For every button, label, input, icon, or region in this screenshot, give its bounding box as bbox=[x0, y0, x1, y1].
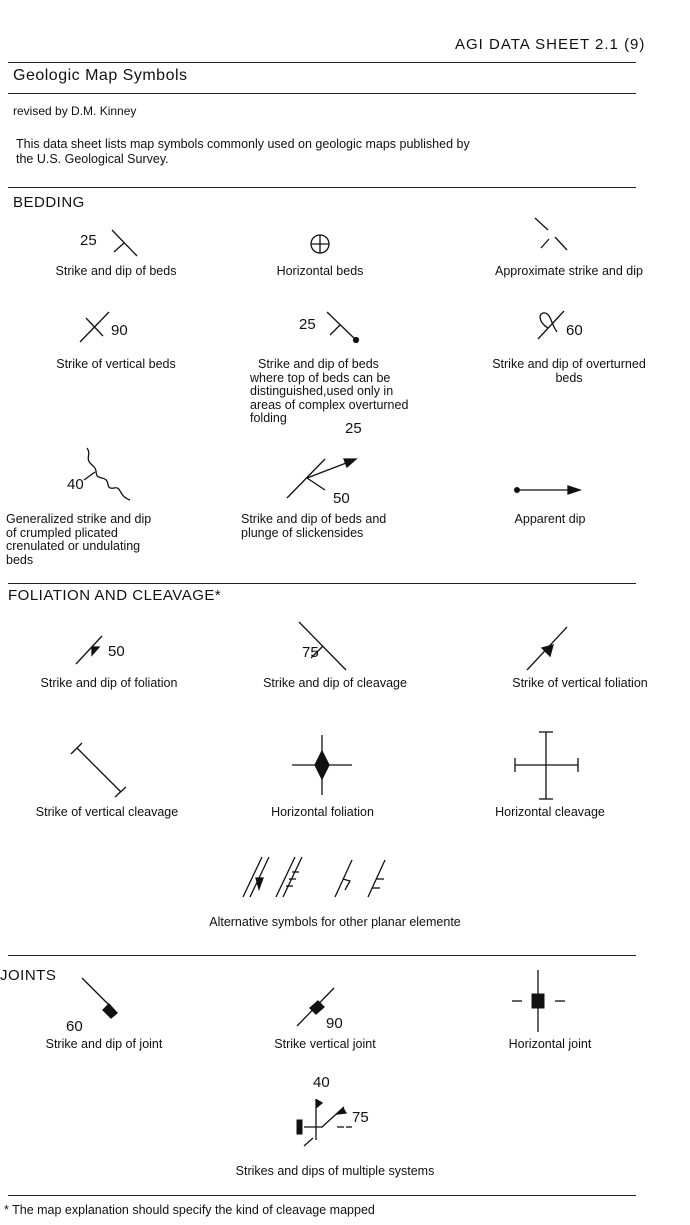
caption-line: Strike and dip of overturned bbox=[492, 357, 646, 371]
intro-text: This data sheet lists map symbols common… bbox=[16, 137, 656, 167]
multiple-systems-symbol bbox=[296, 1098, 352, 1147]
caption-line: beds bbox=[6, 552, 34, 567]
caption: Generalized strike and dip of crumpled p… bbox=[6, 512, 221, 567]
divider bbox=[8, 583, 636, 584]
page-title: Geologic Map Symbols bbox=[13, 67, 188, 84]
caption: Strikes and dips of multiple systems bbox=[235, 1164, 435, 1178]
caption: Alternative symbols for other planar ele… bbox=[209, 915, 461, 929]
dip-value: 50 bbox=[333, 490, 350, 507]
vertical-joint-symbol bbox=[296, 987, 335, 1027]
sheet-id: AGI DATA SHEET 2.1 (9) bbox=[455, 36, 645, 53]
caption: Horizontal cleavage bbox=[495, 805, 605, 819]
caption-line: crenulated or undulating bbox=[6, 539, 141, 553]
dip-value: 60 bbox=[566, 322, 583, 339]
horizontal-foliation-symbol bbox=[292, 735, 352, 795]
cleavage-dip-symbol bbox=[298, 621, 347, 671]
vertical-foliation-symbol bbox=[526, 626, 568, 671]
sheet-id-text: AGI DATA SHEET 2.1 bbox=[455, 36, 619, 53]
caption: Strike and dip of beds and plunge of sli… bbox=[241, 512, 461, 540]
caption: Horizontal foliation bbox=[271, 805, 374, 819]
caption: Strike vertical joint bbox=[274, 1037, 376, 1051]
caption: Strike and dip of joint bbox=[45, 1037, 163, 1051]
divider bbox=[8, 187, 636, 188]
section-heading-foliation: FOLIATION AND CLEAVAGE* bbox=[8, 587, 222, 604]
caption: Strike and dip of beds bbox=[55, 264, 177, 278]
vertical-cleavage-symbol bbox=[70, 742, 127, 798]
caption-line: Generalized strike and dip bbox=[6, 512, 152, 526]
dip-value: 50 bbox=[108, 643, 125, 660]
dip-value: 90 bbox=[111, 322, 128, 339]
page-number: (9) bbox=[624, 36, 646, 53]
top-of-beds-symbol bbox=[326, 311, 360, 344]
caption-line: of crumpled plicated bbox=[6, 525, 118, 540]
dip-value: 25 bbox=[80, 232, 97, 249]
caption: Strike and dip of overturned beds bbox=[458, 357, 680, 385]
caption-line: beds bbox=[555, 370, 583, 385]
dip-value: 90 bbox=[326, 1015, 343, 1032]
intro-line: the U.S. Geological Survey. bbox=[16, 152, 169, 166]
divider bbox=[8, 955, 636, 956]
caption: Apparent dip bbox=[514, 512, 586, 526]
divider bbox=[8, 93, 636, 94]
horizontal-beds-symbol bbox=[310, 234, 330, 254]
overturned-beds-symbol bbox=[537, 310, 565, 340]
joint-dip-symbol bbox=[81, 977, 118, 1019]
revised-by: revised by D.M. Kinney bbox=[13, 104, 137, 118]
caption-line: distinguished,used only in bbox=[250, 384, 394, 398]
alternative-planar-symbols bbox=[242, 856, 386, 898]
section-heading-bedding: BEDDING bbox=[13, 194, 85, 211]
dip-value: 40 bbox=[67, 476, 84, 493]
approx-strike-dip-symbol bbox=[534, 217, 568, 251]
caption: Strike of vertical foliation bbox=[512, 676, 648, 690]
caption-line: Strike and dip of beds and bbox=[241, 512, 387, 526]
dip-value: 75 bbox=[302, 644, 319, 661]
apparent-dip-symbol bbox=[514, 485, 583, 495]
foliation-dip-symbol bbox=[75, 635, 103, 665]
caption: Horizontal joint bbox=[508, 1037, 592, 1051]
strike-dip-symbol bbox=[111, 229, 138, 257]
caption-line: where top of beds can be bbox=[250, 370, 391, 385]
divider bbox=[8, 1195, 636, 1196]
caption: Strike and dip of foliation bbox=[40, 676, 178, 690]
caption: Strike of vertical cleavage bbox=[35, 805, 179, 819]
caption: Strike and dip of beds where top of beds… bbox=[250, 357, 480, 426]
caption: Strike of vertical beds bbox=[56, 357, 176, 371]
caption-line: Strike and dip of beds bbox=[258, 357, 379, 371]
caption-line: folding bbox=[250, 411, 287, 425]
section-heading-joints: JOINTS bbox=[0, 967, 57, 984]
dip-value: 60 bbox=[66, 1018, 83, 1035]
plunge-value: 25 bbox=[345, 420, 362, 437]
caption-line: areas of complex overturned bbox=[250, 397, 409, 412]
vertical-beds-symbol bbox=[79, 311, 110, 343]
caption: Horizontal beds bbox=[276, 264, 364, 278]
intro-line: This data sheet lists map symbols common… bbox=[16, 137, 470, 151]
footnote: * The map explanation should specify the… bbox=[4, 1203, 375, 1217]
divider bbox=[8, 62, 636, 63]
caption-line: plunge of slickensides bbox=[241, 525, 364, 540]
slickensides-symbol bbox=[286, 458, 358, 499]
caption: Approximate strike and dip bbox=[495, 264, 643, 278]
caption: Strike and dip of cleavage bbox=[263, 676, 407, 690]
horizontal-cleavage-symbol bbox=[514, 731, 579, 800]
dip-value: 75 bbox=[352, 1109, 369, 1126]
crumpled-beds-symbol bbox=[83, 447, 131, 501]
dip-value: 40 bbox=[313, 1074, 330, 1091]
horizontal-joint-symbol bbox=[512, 970, 565, 1032]
dip-value: 25 bbox=[299, 316, 316, 333]
